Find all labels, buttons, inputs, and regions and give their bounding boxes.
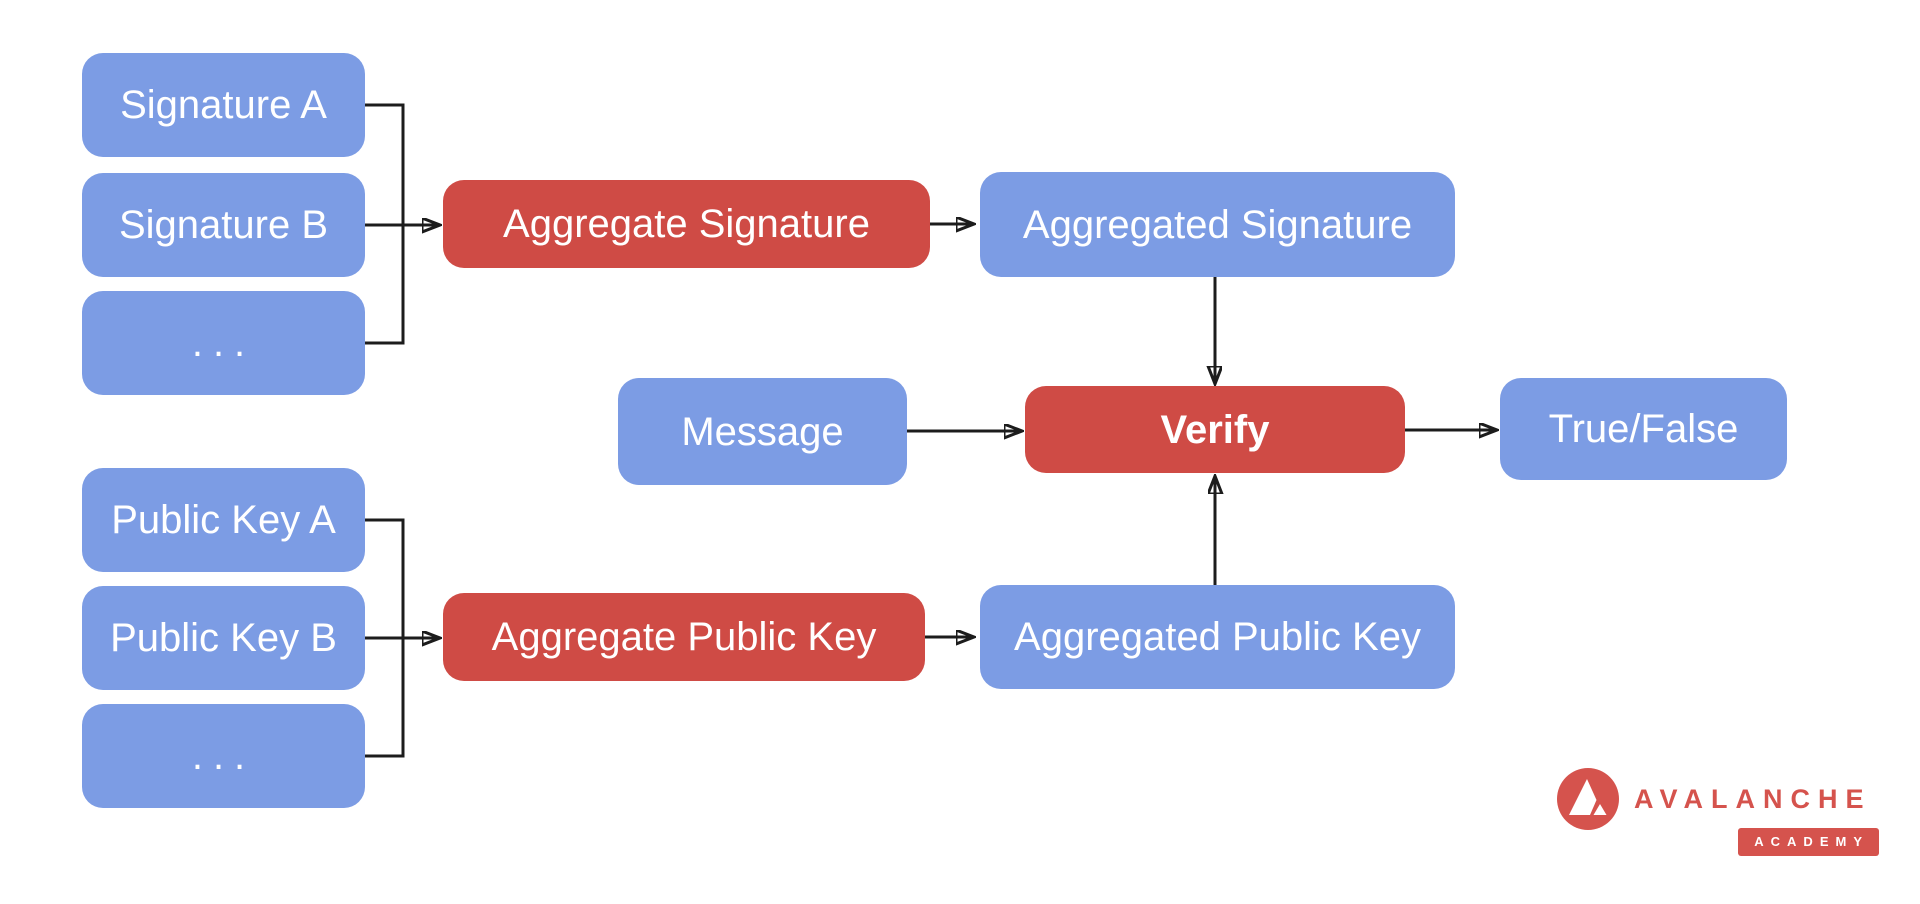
node-label: Signature A <box>120 83 327 127</box>
node-message: Message <box>618 378 907 485</box>
node-public-key-a: Public Key A <box>82 468 365 572</box>
node-public-key-ellipsis: ... <box>82 704 365 808</box>
node-signature-ellipsis: ... <box>82 291 365 395</box>
avalanche-logo-icon <box>1557 768 1619 830</box>
node-label: Aggregated Public Key <box>1014 615 1421 659</box>
node-aggregate-signature: Aggregate Signature <box>443 180 930 268</box>
node-label: Signature B <box>118 203 329 247</box>
node-aggregated-signature: Aggregated Signature <box>980 172 1455 277</box>
node-label: Aggregate Signature <box>503 202 870 246</box>
node-signature-b: Signature B <box>82 173 365 277</box>
node-label: Aggregate Public Key <box>491 615 877 659</box>
node-aggregate-public-key: Aggregate Public Key <box>443 593 925 681</box>
node-label: Message <box>681 409 844 454</box>
node-label: Verify <box>1160 407 1270 452</box>
node-verify: Verify <box>1025 386 1405 473</box>
node-label: Public Key A <box>111 498 336 542</box>
node-label: ... <box>191 321 256 365</box>
node-aggregated-public-key: Aggregated Public Key <box>980 585 1455 689</box>
node-signature-a: Signature A <box>82 53 365 157</box>
node-label: Public Key B <box>110 616 337 660</box>
node-true-false: True/False <box>1500 378 1787 480</box>
logo-academy-badge: ACADEMY <box>1738 828 1879 856</box>
logo-brand-text: AVALANCHE <box>1634 784 1872 814</box>
node-label: True/False <box>1548 407 1739 451</box>
avalanche-academy-logo: AVALANCHE ACADEMY <box>1557 768 1883 860</box>
node-label: Aggregated Signature <box>1022 202 1413 247</box>
node-label: ... <box>191 734 256 778</box>
node-public-key-b: Public Key B <box>82 586 365 690</box>
